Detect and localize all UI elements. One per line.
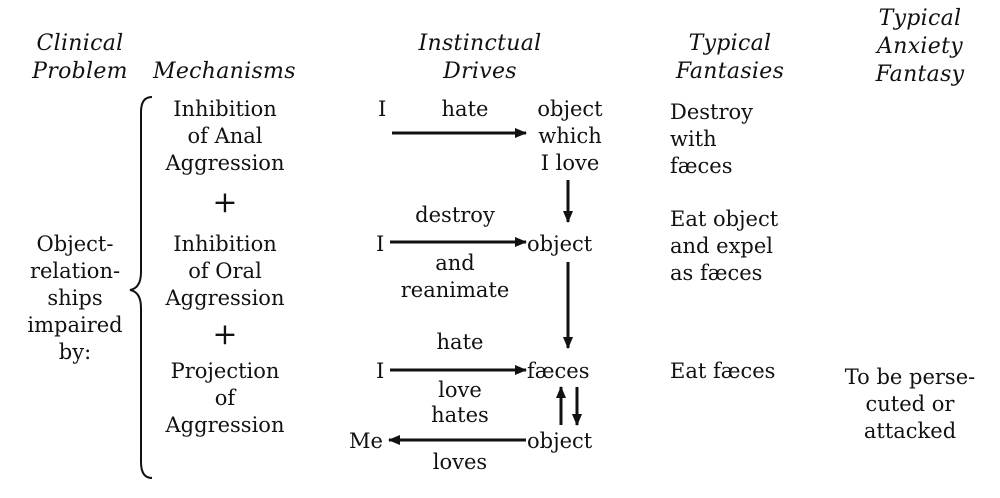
- header-clinical-problem-line2: Problem: [32, 59, 128, 84]
- drive-r2-object: object: [527, 232, 593, 256]
- header-instinctual-drives-line2: Drives: [443, 59, 517, 84]
- drive-r4-verb-top: hates: [431, 403, 489, 427]
- mechanism-projection-line2: of: [214, 386, 236, 410]
- clinical-problem-line3: ships: [47, 286, 103, 310]
- fantasy-2-line2: and expel: [670, 234, 774, 258]
- drive-r3-object: fæces: [527, 359, 590, 383]
- drive-r1-object-line2: which: [538, 124, 602, 148]
- anxiety-fantasy-line1: To be perse-: [844, 365, 976, 389]
- drive-r4-subject: Me: [349, 429, 383, 453]
- mechanism-oral-line3: Aggression: [165, 286, 285, 310]
- mechanism-oral-line1: Inhibition: [173, 232, 277, 256]
- header-anxiety-fantasy-line1: Typical: [878, 6, 962, 31]
- mechanism-anal-line1: Inhibition: [173, 97, 277, 121]
- drive-r3-verb-top: hate: [436, 330, 484, 354]
- drive-r3-subject: I: [376, 359, 385, 383]
- drive-r2-verb-bottom-line1: and: [435, 251, 475, 275]
- header-anxiety-fantasy-line2: Anxiety: [877, 34, 963, 59]
- header-typical-fantasies-line1: Typical: [688, 31, 772, 56]
- clinical-problem-line5: by:: [58, 340, 92, 364]
- clinical-problem-line4: impaired: [27, 313, 123, 337]
- anxiety-fantasy-line3: attacked: [863, 419, 957, 443]
- header-instinctual-drives-line1: Instinctual: [418, 31, 542, 56]
- plus-sign-1: +: [212, 185, 238, 220]
- drive-r4-verb-bottom: loves: [432, 450, 488, 474]
- drive-r1-object-line1: object: [537, 97, 603, 121]
- mechanism-anal-line3: Aggression: [165, 151, 285, 175]
- fantasy-1-line3: fæces: [670, 154, 733, 178]
- fantasy-1-line2: with: [670, 127, 717, 151]
- drive-r1-subject: I: [378, 97, 387, 121]
- header-clinical-problem-line1: Clinical: [36, 31, 124, 56]
- clinical-problem-line1: Object-: [36, 232, 114, 256]
- fantasy-2-line3: as fæces: [670, 261, 763, 285]
- header-typical-fantasies-line2: Fantasies: [675, 59, 785, 84]
- fantasy-2-line1: Eat object: [670, 207, 779, 231]
- mechanism-anal-line2: of Anal: [187, 124, 263, 148]
- drive-r2-verb-bottom-line2: reanimate: [400, 278, 510, 302]
- drive-r4-object: object: [527, 429, 593, 453]
- drive-r2-verb-top: destroy: [415, 203, 495, 227]
- plus-sign-2: +: [212, 317, 238, 352]
- drive-r1-object-line3: I love: [540, 151, 600, 175]
- fantasy-3: Eat fæces: [670, 359, 776, 383]
- header-mechanisms: Mechanisms: [153, 59, 296, 84]
- mechanism-projection-line1: Projection: [170, 359, 280, 383]
- anxiety-fantasy-line2: cuted or: [865, 392, 955, 416]
- header-anxiety-fantasy-line3: Fantasy: [875, 62, 965, 87]
- drive-r3-verb-bottom: love: [438, 378, 482, 402]
- left-curly-brace: [129, 96, 153, 479]
- drive-r2-subject: I: [376, 232, 385, 256]
- clinical-problem-line2: relation-: [29, 259, 121, 283]
- drive-r1-verb: hate: [441, 97, 489, 121]
- mechanism-oral-line2: of Oral: [188, 259, 262, 283]
- fantasy-1-line1: Destroy: [670, 100, 754, 124]
- mechanism-projection-line3: Aggression: [165, 413, 285, 437]
